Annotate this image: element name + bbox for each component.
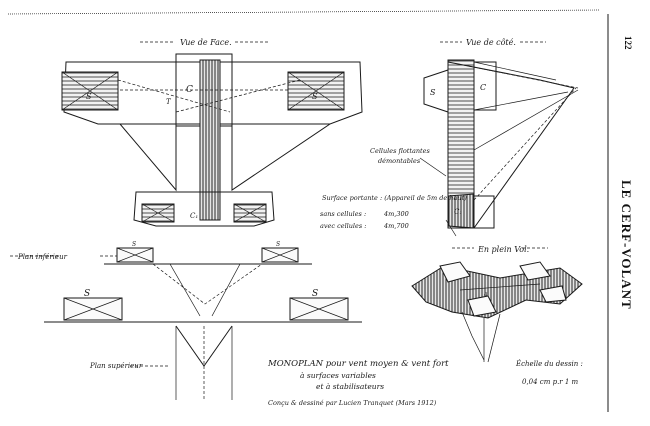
surface-row2-value: 4m,700	[383, 222, 409, 230]
front-view-label: Vue de Face.	[180, 38, 232, 47]
scale-label: Échelle du dessin :	[515, 359, 583, 368]
caption-credit: Conçu & dessiné par Lucien Tranquet (Mar…	[268, 399, 437, 407]
surface-heading: Surface portante : (Appareil de 5m de ha…	[322, 194, 467, 202]
removable-cells-label-2: démontables	[378, 157, 421, 165]
side-view-label: Vue de côté.	[466, 38, 516, 47]
caption-line3: et à stabilisateurs	[316, 382, 384, 391]
svg-text:S: S	[276, 241, 280, 248]
lower-plan-label: Plan inférieur	[17, 253, 68, 261]
front-right-cell-label: S	[312, 92, 318, 101]
page-number: 122	[623, 36, 633, 50]
front-keel	[199, 59, 221, 221]
svg-text:S: S	[84, 289, 90, 299]
removable-cells-label-1: Cellules flottantes	[370, 147, 430, 155]
caption-line2: à surfaces variables	[300, 371, 376, 380]
front-left-cell-label: S	[86, 92, 92, 101]
in-flight-label: En plein Vol.	[477, 245, 529, 254]
surface-row1-label: sans cellules :	[320, 210, 366, 218]
caption-line1: MONOPLAN pour vent moyen & vent fort	[267, 359, 449, 369]
svg-text:C₁: C₁	[454, 208, 462, 216]
surface-row1-value: 4m,300	[383, 210, 409, 218]
front-t-label: T	[166, 98, 172, 106]
surface-row2-label: avec cellules :	[320, 222, 366, 230]
journal-title: LE CERF-VOLANT	[619, 180, 634, 310]
svg-text:a: a	[484, 291, 488, 298]
in-flight-view: En plein Vol. a	[411, 245, 583, 363]
svg-text:S: S	[312, 289, 318, 299]
side-view: Vue de côté. S C C₁ Cellules flottantes …	[370, 38, 579, 237]
surface-table: Surface portante : (Appareil de 5m de ha…	[320, 194, 467, 230]
front-tail-label: C₁	[190, 212, 198, 220]
svg-text:S: S	[132, 241, 136, 248]
upper-plan: S S Plan supérieur	[44, 289, 362, 400]
main-caption: MONOPLAN pour vent moyen & vent fort à s…	[267, 359, 583, 407]
front-central-label: C	[186, 85, 193, 95]
front-view: Vue de Face. S S C T C₁	[61, 38, 363, 227]
lower-plan: Plan inférieur S S	[10, 241, 312, 317]
scale-value: 0,04 cm p.r 1 m	[522, 378, 579, 386]
upper-plan-label: Plan supérieur	[89, 362, 143, 370]
svg-text:S: S	[430, 88, 436, 97]
top-border	[7, 9, 601, 15]
front-tail-wing	[133, 191, 275, 227]
svg-text:C: C	[480, 83, 486, 92]
